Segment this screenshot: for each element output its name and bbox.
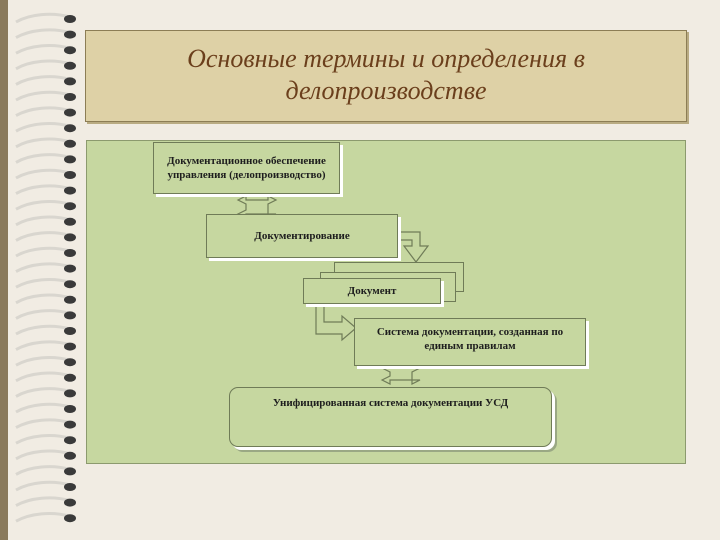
binding-hole-icon [64,311,76,319]
spiral-ring-icon [16,186,70,194]
spiral-ring-icon [16,77,70,85]
box-documentation-system-label: Система документации, созданная по едины… [355,325,585,353]
binding-hole-icon [64,109,76,117]
binding-hole-icon [64,343,76,351]
spiral-ring-icon [16,233,70,241]
spiral-ring-icon [16,451,70,459]
spiral-ring-icon [16,264,70,272]
spiral-ring-icon [16,92,70,100]
spiral-ring-icon [16,326,70,334]
binding-hole-icon [64,514,76,522]
spiral-ring-icon [16,498,70,506]
binding-hole-icon [64,15,76,23]
binding-hole-icon [64,249,76,257]
binding-hole-icon [64,374,76,382]
spiral-ring-icon [16,217,70,225]
spiral-ring-icon [16,30,70,38]
spiral-ring-icon [16,311,70,319]
title-panel: Основные термины и определения в делопро… [85,30,687,122]
binding-hole-icon [64,405,76,413]
binding-hole-icon [64,187,76,195]
spiral-ring-icon [16,123,70,131]
spiral-ring-icon [16,201,70,209]
box-document: Документ [303,278,441,304]
spiral-ring-icon [16,404,70,412]
spiral-ring-icon [16,108,70,116]
spiral-ring-icon [16,342,70,350]
spiral-ring-icon [16,45,70,53]
spiral-ring-icon [16,420,70,428]
binding-hole-icon [64,467,76,475]
box-documenting: Документирование [206,214,398,258]
binding-hole-icon [64,483,76,491]
binding-hole-icon [64,171,76,179]
binding-hole-icon [64,218,76,226]
binding-hole-icon [64,436,76,444]
spiral-ring-icon [16,357,70,365]
spiral-ring-icon [16,295,70,303]
binding-hole-icon [64,421,76,429]
binding-hole-icon [64,389,76,397]
spiral-ring-icon [16,513,70,521]
box-documentation-system: Система документации, созданная по едины… [354,318,586,366]
box-document-management-label: Документационное обеспечение управления … [154,154,339,182]
binding-hole-icon [64,327,76,335]
box-document-label: Документ [348,284,397,298]
spiral-ring-icon [16,389,70,397]
binding-hole-icon [64,233,76,241]
spiral-ring-icon [16,170,70,178]
binding-hole-icon [64,31,76,39]
spiral-binding-icon [0,0,95,540]
box-unified-documentation-system-label: Унифицированная система документации УСД [233,396,548,410]
binding-hole-icon [64,93,76,101]
binding-hole-icon [64,358,76,366]
binding-hole-icon [64,280,76,288]
box-document-management: Документационное обеспечение управления … [153,142,340,194]
spiral-ring-icon [16,61,70,69]
spiral-ring-icon [16,139,70,147]
spiral-ring-icon [16,14,70,22]
binding-hole-icon [64,62,76,70]
binding-hole-icon [64,202,76,210]
binding-hole-icon [64,452,76,460]
binding-hole-icon [64,265,76,273]
spiral-ring-icon [16,248,70,256]
spiral-ring-icon [16,467,70,475]
spiral-ring-icon [16,482,70,490]
spiral-ring-icon [16,373,70,381]
binding-hole-icon [64,77,76,85]
binding-hole-icon [64,296,76,304]
binding-hole-icon [64,46,76,54]
spiral-ring-icon [16,435,70,443]
binding-hole-icon [64,499,76,507]
binding-hole-icon [64,140,76,148]
spiral-ring-icon [16,155,70,163]
box-documenting-label: Документирование [254,229,349,243]
binding-hole-icon [64,124,76,132]
box-unified-documentation-system: Унифицированная система документации УСД [229,387,552,447]
slide-title: Основные термины и определения в делопро… [86,43,686,107]
spiral-ring-icon [16,279,70,287]
binding-hole-icon [64,155,76,163]
